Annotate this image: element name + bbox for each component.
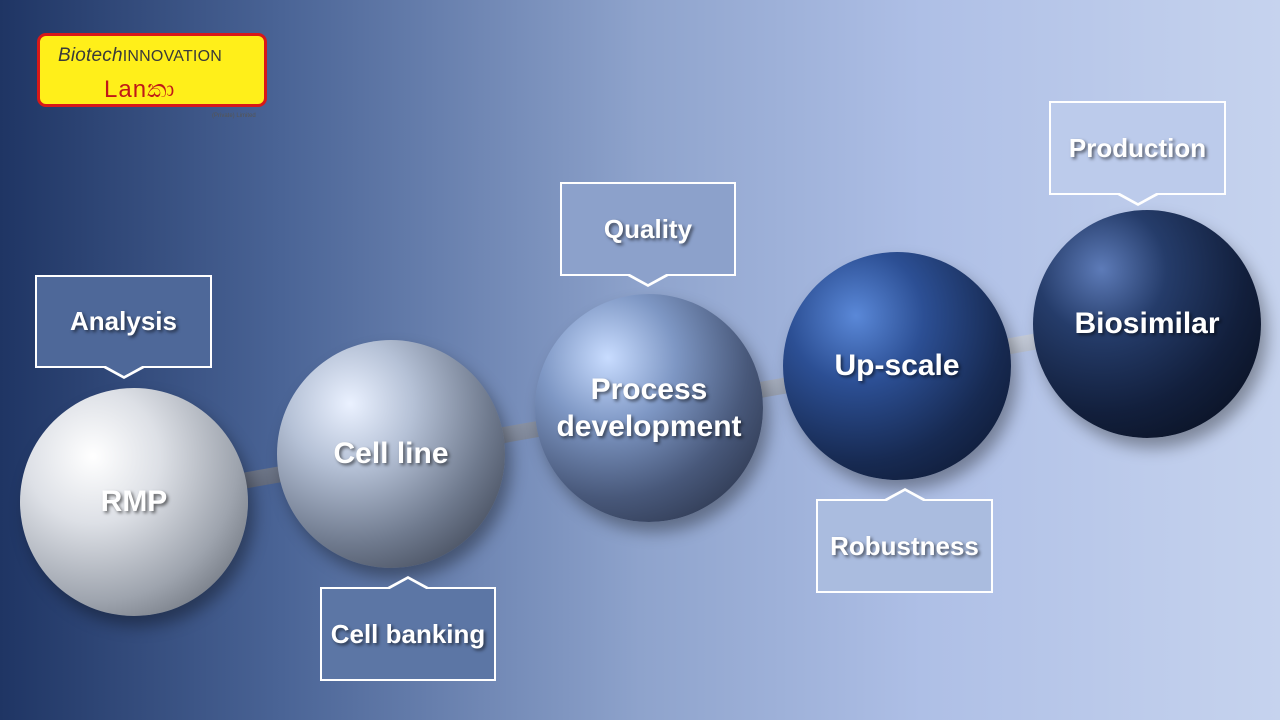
callout-label: Cell banking: [330, 618, 486, 649]
callout-label: Analysis: [70, 306, 177, 336]
logo-lanka: Lanකා: [104, 76, 176, 103]
sphere-rmp: RMP: [20, 388, 248, 616]
sphere-label: RMP: [100, 485, 168, 519]
logo-innovation: INNOVATION: [122, 48, 222, 65]
callout-analysis: Analysis: [35, 275, 212, 379]
callout-label: Robustness: [830, 530, 979, 561]
sphere-label: Process development: [556, 372, 742, 444]
callout-label: Production: [1068, 132, 1207, 163]
sphere-biosimilar: Biosimilar: [1033, 210, 1261, 438]
company-logo: BiotechINNOVATION Lanකා: [37, 33, 267, 107]
callout-production: Production: [1049, 101, 1226, 206]
callout-quality: Quality: [560, 182, 736, 287]
sphere-label: Up-scale: [834, 349, 960, 383]
callout-label: Quality: [603, 213, 693, 244]
callout-cell-banking: Cell banking: [320, 576, 496, 681]
sphere-label: Cell line: [333, 437, 449, 471]
sphere-process-development: Process development: [535, 294, 763, 522]
logo-biotech: Biotech: [58, 45, 123, 66]
sphere-cell-line: Cell line: [277, 340, 505, 568]
sphere-label: Biosimilar: [1074, 307, 1220, 341]
logo-subtitle: (Private) Limited: [212, 113, 256, 119]
logo-line1: BiotechINNOVATION: [58, 45, 222, 67]
sphere-up-scale: Up-scale: [783, 252, 1011, 480]
callout-robustness: Robustness: [816, 488, 993, 593]
